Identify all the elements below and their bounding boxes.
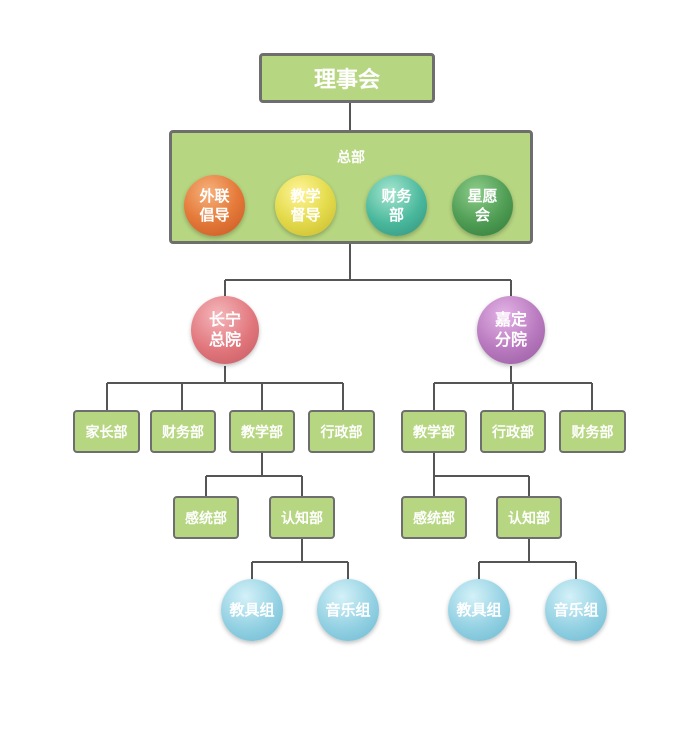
- jd-sub-sensory-label: 感统部: [413, 510, 455, 527]
- hq-label: 总部: [337, 150, 365, 166]
- cn-dept-finance: 财务部: [150, 410, 216, 453]
- campus-changning: 长宁 总院: [191, 296, 259, 364]
- jd-sub-sensory: 感统部: [401, 496, 467, 539]
- jd-dept-teaching-label: 教学部: [413, 424, 455, 441]
- hq-unit-finance: 财务 部: [366, 175, 427, 236]
- hq-unit-outreach: 外联 倡导: [184, 175, 245, 236]
- cn-dept-finance-label: 财务部: [162, 424, 204, 441]
- jd-sub-cognition: 认知部: [496, 496, 562, 539]
- cn-dept-teaching-label: 教学部: [241, 424, 283, 441]
- cn-group-music: 音乐组: [317, 579, 379, 641]
- jd-dept-admin-label: 行政部: [492, 424, 534, 441]
- board-box: 理事会: [259, 53, 435, 103]
- hq-unit-supervision: 教学 督导: [275, 175, 336, 236]
- cn-sub-cognition: 认知部: [269, 496, 335, 539]
- cn-dept-admin: 行政部: [308, 410, 375, 453]
- cn-sub-sensory: 感统部: [173, 496, 239, 539]
- jd-sub-cognition-label: 认知部: [508, 510, 550, 527]
- jd-dept-finance-label: 财务部: [571, 424, 614, 441]
- jd-group-teaching-aids: 教具组: [448, 579, 510, 641]
- cn-dept-teaching: 教学部: [229, 410, 295, 453]
- cn-dept-parents-label: 家长部: [85, 424, 128, 441]
- cn-sub-sensory-label: 感统部: [185, 510, 227, 527]
- cn-group-teaching-aids: 教具组: [221, 579, 283, 641]
- campus-jiading: 嘉定 分院: [477, 296, 545, 364]
- cn-dept-admin-label: 行政部: [320, 424, 363, 441]
- jd-dept-admin: 行政部: [480, 410, 546, 453]
- jd-dept-finance: 财务部: [559, 410, 626, 453]
- hq-unit-xingyuan: 星愿 会: [452, 175, 513, 236]
- jd-group-music: 音乐组: [545, 579, 607, 641]
- cn-dept-parents: 家长部: [73, 410, 140, 453]
- jd-dept-teaching: 教学部: [401, 410, 467, 453]
- cn-sub-cognition-label: 认知部: [281, 510, 323, 527]
- board-label: 理事会: [313, 68, 380, 93]
